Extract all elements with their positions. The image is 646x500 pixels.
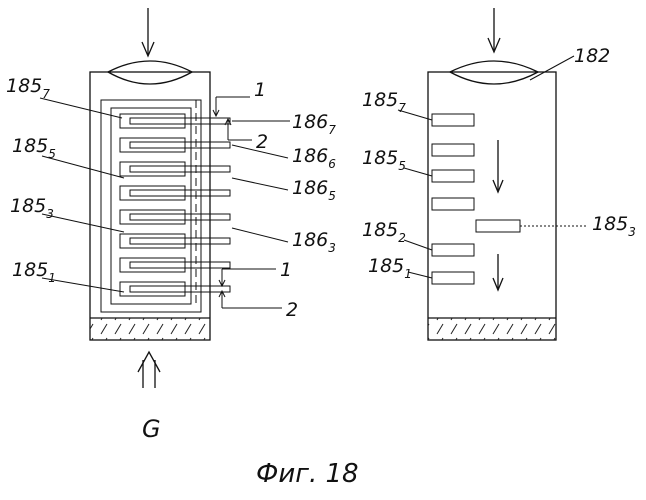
left-inner-frame-2 bbox=[111, 108, 191, 304]
label-185-7-right: 1857 bbox=[362, 89, 406, 115]
right-elements bbox=[432, 114, 520, 284]
label-186-3: 1863 bbox=[292, 229, 336, 255]
left-inner-frame bbox=[101, 100, 201, 312]
leader-186-3 bbox=[232, 228, 288, 242]
leader-182 bbox=[530, 56, 574, 80]
marker-2-bottom: 2 bbox=[286, 299, 298, 321]
label-185-5-right: 1855 bbox=[362, 147, 406, 173]
right-top-inflow-arrow bbox=[488, 8, 500, 52]
label-185-1-left: 1851 bbox=[12, 259, 56, 285]
left-housing bbox=[90, 72, 210, 340]
label-186-7: 1867 bbox=[292, 111, 336, 137]
bottom-flow-markers bbox=[219, 269, 282, 308]
label-185-2-right: 1852 bbox=[362, 219, 406, 245]
marker-1-bottom: 1 bbox=[280, 259, 292, 281]
label-185-3-right: 1853 bbox=[592, 213, 636, 239]
label-186-6: 1866 bbox=[292, 145, 336, 171]
marker-2-top: 2 bbox=[256, 131, 268, 153]
leader-186-5 bbox=[232, 178, 288, 190]
leader-185-7-left bbox=[40, 98, 122, 118]
label-185-3-left: 1853 bbox=[10, 195, 54, 221]
left-fin-stack bbox=[120, 114, 185, 296]
label-186-5: 1865 bbox=[292, 177, 336, 203]
left-tubes bbox=[130, 118, 230, 292]
leader-185-1-left bbox=[42, 278, 124, 292]
label-185-7-left: 1857 bbox=[6, 75, 50, 101]
flow-label-g: G bbox=[142, 415, 161, 443]
label-185-5-left: 1855 bbox=[12, 135, 56, 161]
left-hatched-base bbox=[90, 318, 210, 340]
left-apparatus: 1857 1855 1853 1851 1867 1866 1865 1863 … bbox=[6, 8, 336, 443]
right-hatched-base bbox=[428, 318, 556, 340]
right-apparatus: 182 1857 1855 1852 1851 1853 bbox=[362, 8, 636, 340]
label-185-1-right: 1851 bbox=[368, 255, 412, 281]
top-inflow-arrow bbox=[142, 8, 154, 56]
right-housing bbox=[428, 72, 556, 340]
leader-185-7-right bbox=[398, 110, 432, 120]
bottom-flow-arrow bbox=[138, 352, 160, 388]
leader-185-3-left bbox=[42, 214, 124, 232]
marker-1-top: 1 bbox=[254, 79, 266, 101]
leader-185-5-left bbox=[42, 156, 124, 178]
label-182: 182 bbox=[574, 45, 610, 67]
figure-caption: Фиг. 18 bbox=[256, 459, 359, 489]
right-internal-arrows bbox=[493, 140, 503, 290]
